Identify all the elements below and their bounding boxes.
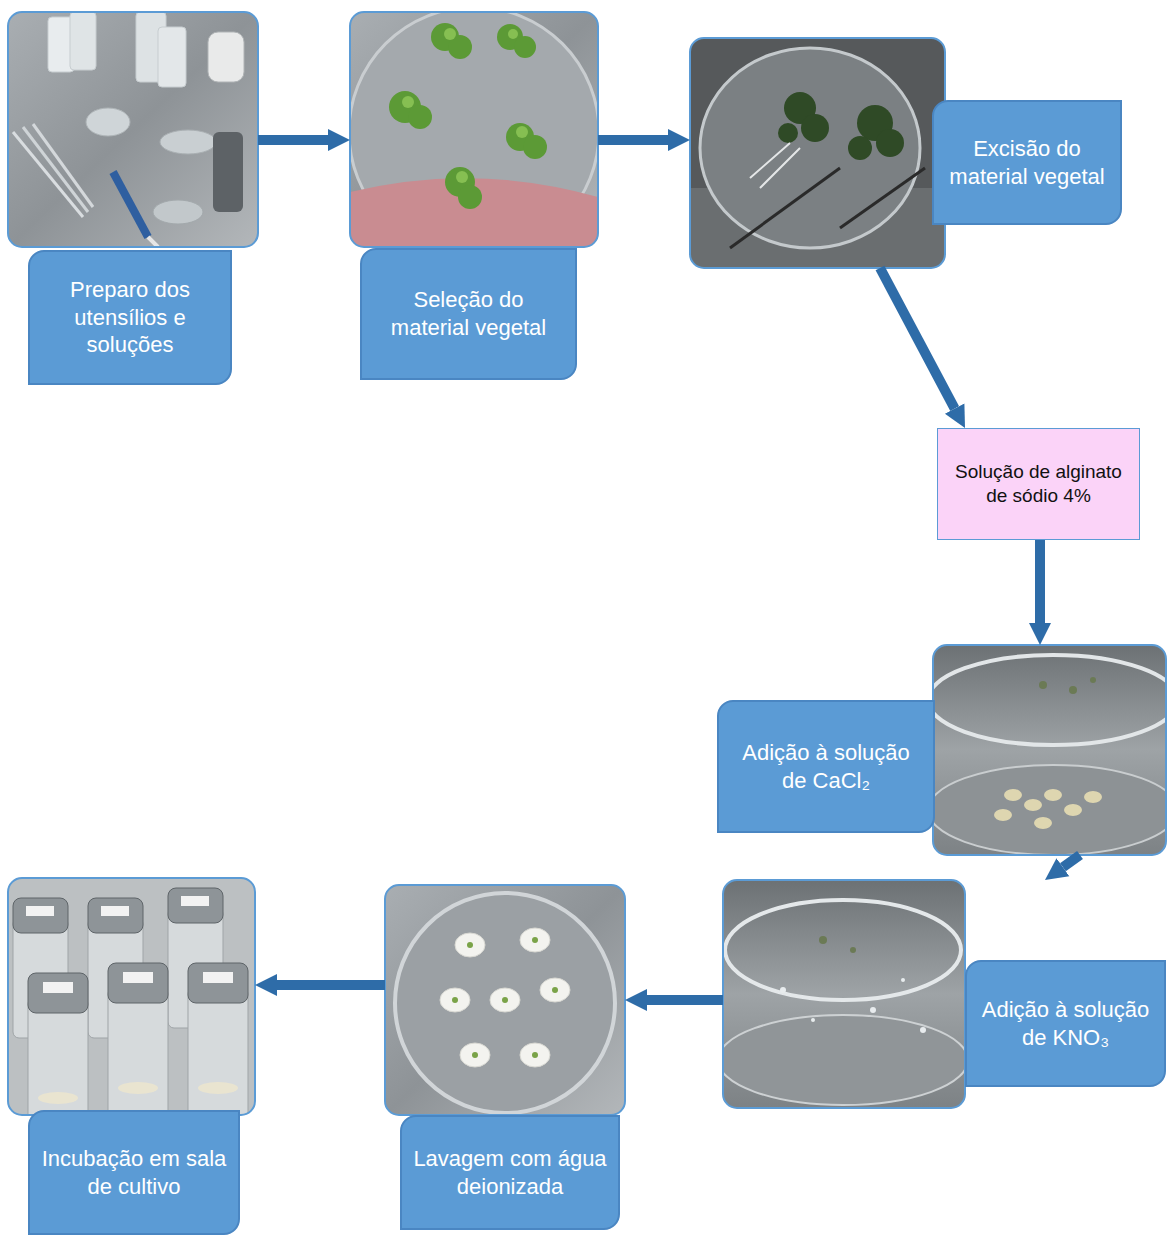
plant-selection-photo (349, 7, 599, 257)
process-step: Preparo dos utensílios e soluções (8, 12, 258, 387)
step-label-box: Incubação em sala de cultivo (28, 1110, 240, 1235)
flow-arrow (1035, 540, 1045, 623)
process-step: Lavagem com água deionizada (385, 885, 625, 1230)
beads-dish-photo (385, 885, 625, 1115)
step-label-box: Preparo dos utensílios e soluções (28, 250, 232, 385)
flow-arrow (647, 995, 723, 1005)
culture-jars-photo (8, 878, 255, 1128)
step-label: Excisão do material vegetal (944, 135, 1110, 191)
process-step: Excisão do material vegetal (690, 38, 1122, 268)
flow-arrow (880, 268, 955, 409)
flow-arrow (598, 135, 668, 145)
process-step: Adição à solução de KNO₃ (723, 880, 1166, 1108)
step-label-box: Seleção do material vegetal (360, 248, 577, 380)
process-step: Incubação em sala de cultivo (8, 878, 255, 1235)
step-label-box: Excisão do material vegetal (932, 100, 1122, 225)
flow-arrow (277, 980, 385, 990)
lab-utensils-photo (8, 12, 258, 247)
beaker-photo (928, 645, 1172, 855)
excision-photo (690, 38, 945, 268)
step-label-box: Adição à solução de CaCl₂ (717, 700, 935, 833)
process-step: Seleção do material vegetal (350, 10, 598, 382)
process-step: Adição à solução de CaCl₂ (717, 645, 1166, 855)
step-label-box: Adição à solução de KNO₃ (965, 960, 1166, 1087)
flow-arrow (258, 135, 328, 145)
step-label: Incubação em sala de cultivo (40, 1145, 228, 1201)
step-label-box: Lavagem com água deionizada (400, 1115, 620, 1230)
flow-arrow (1063, 855, 1080, 867)
beaker-photo (718, 880, 968, 1108)
step-label: Adição à solução de CaCl₂ (729, 739, 923, 795)
step-label: Lavagem com água deionizada (412, 1145, 608, 1201)
solution-box: Solução de alginato de sódio 4% (937, 428, 1140, 540)
step-label: Seleção do material vegetal (372, 286, 565, 342)
step-label: Adição à solução de KNO₃ (977, 996, 1154, 1052)
step-label: Solução de alginato de sódio 4% (948, 460, 1129, 508)
step-label: Preparo dos utensílios e soluções (40, 276, 220, 360)
